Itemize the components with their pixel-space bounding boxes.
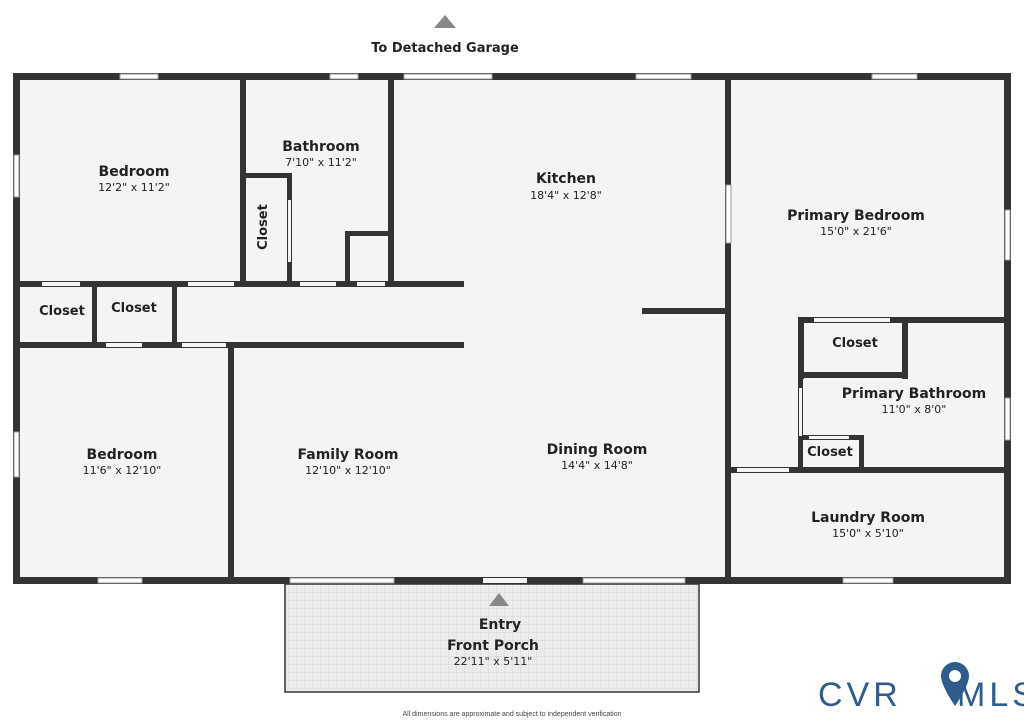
primary-closet-label: Closet — [832, 336, 878, 351]
primary-bathroom-name: Primary Bathroom — [842, 386, 986, 402]
logo-text-right: MLS — [957, 676, 1024, 714]
family-room-dims: 12'10" x 12'10" — [305, 464, 391, 477]
laundry-room-dims: 15'0" x 5'10" — [832, 527, 904, 540]
entry-label: Entry — [479, 617, 521, 633]
primary-bathroom-dims: 11'0" x 8'0" — [882, 403, 947, 416]
kitchen-name: Kitchen — [536, 171, 596, 187]
kitchen-dims: 18'4" x 12'8" — [530, 189, 602, 202]
laundry-room-name: Laundry Room — [811, 510, 925, 526]
bathroom-name: Bathroom — [282, 139, 360, 155]
dining-room-dims: 14'4" x 14'8" — [561, 459, 633, 472]
map-pin-icon — [941, 662, 969, 706]
disclaimer-text: All dimensions are approximate and subje… — [402, 711, 621, 718]
garage-label: To Detached Garage — [371, 41, 519, 56]
hall-closet-2-label: Closet — [111, 301, 157, 316]
interior-walls — [16, 78, 1008, 582]
bath-closet-label: Closet — [256, 204, 271, 250]
primary-bath-closet-label: Closet — [807, 445, 853, 460]
bathroom-dims: 7'10" x 11'2" — [285, 156, 357, 169]
arrow-up-icon — [434, 15, 456, 28]
hall-closet-1-label: Closet — [39, 304, 85, 319]
front-porch-dims: 22'11" x 5'11" — [454, 655, 533, 668]
bedroom-nw-dims: 12'2" x 11'2" — [98, 181, 170, 194]
logo-text-left: CVR — [818, 676, 902, 714]
door-openings — [42, 200, 890, 583]
windows — [13, 73, 1011, 584]
entry-arrow-icon — [489, 593, 509, 606]
primary-bedroom-dims: 15'0" x 21'6" — [820, 225, 892, 238]
bedroom-nw-name: Bedroom — [99, 164, 170, 180]
front-porch-name: Front Porch — [447, 638, 539, 654]
bedroom-sw-dims: 11'6" x 12'10" — [83, 464, 162, 477]
cvrmls-logo: CVR MLS — [818, 662, 1024, 714]
bedroom-sw-name: Bedroom — [87, 447, 158, 463]
house-floor — [16, 76, 1008, 582]
primary-bedroom-name: Primary Bedroom — [787, 208, 925, 224]
dining-room-name: Dining Room — [547, 442, 648, 458]
family-room-name: Family Room — [298, 447, 399, 463]
front-porch-area — [284, 583, 700, 693]
